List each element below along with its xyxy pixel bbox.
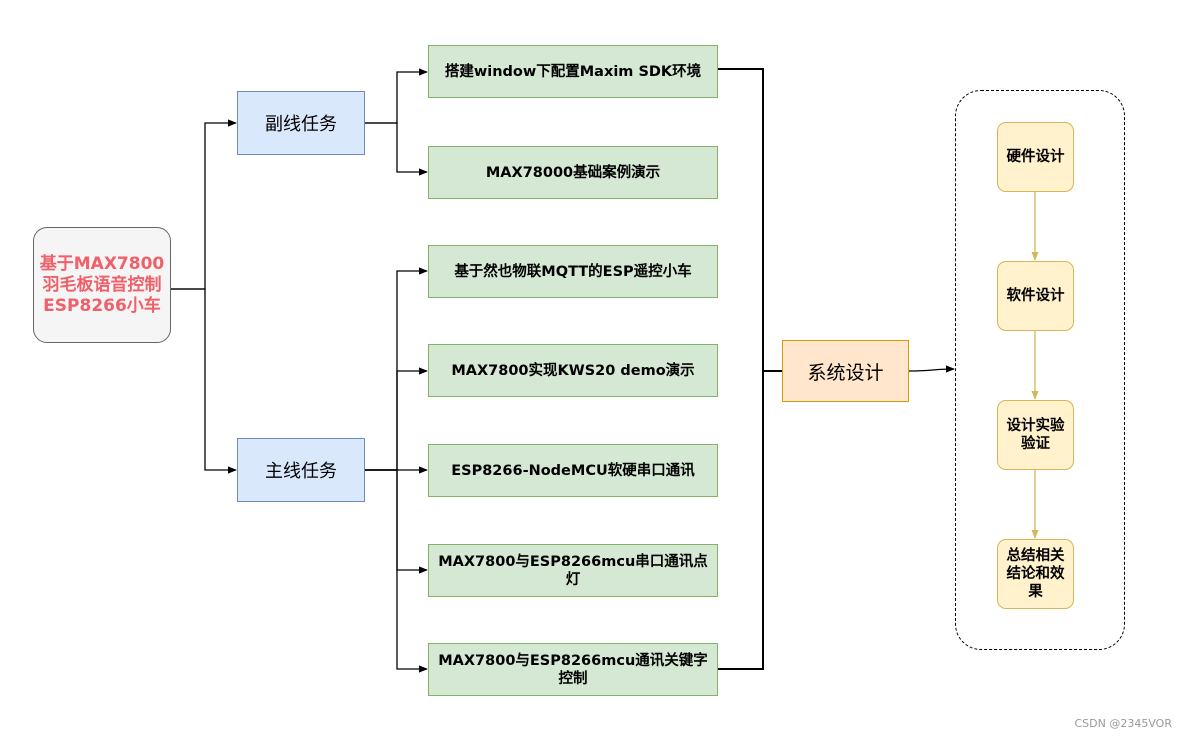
design-steps-group [955,90,1125,650]
main-task-item-label: MAX7800与ESP8266mcu通讯关键字控制 [438,652,708,687]
main-task-item: 基于然也物联MQTT的ESP遥控小车 [428,245,718,298]
side-task-item: 搭建window下配置Maxim SDK环境 [428,45,718,98]
main-task-item-label: ESP8266-NodeMCU软硬串口通讯 [451,462,695,479]
edge-system-group [908,365,955,373]
side-task-label: 副线任务 [265,114,337,135]
edge-root-side [171,119,237,290]
main-task-item: MAX7800与ESP8266mcu通讯关键字控制 [428,643,718,696]
side-task-item-label: 搭建window下配置Maxim SDK环境 [444,63,702,80]
root-node: 基于MAX7800羽毛板语音控制ESP8266小车 [33,227,171,343]
system-design-label: 系统设计 [807,361,884,384]
main-task-item-label: 基于然也物联MQTT的ESP遥控小车 [454,263,692,280]
design-step: 硬件设计 [997,122,1074,192]
main-task-item: MAX7800与ESP8266mcu串口通讯点灯 [428,544,718,597]
main-task-node: 主线任务 [237,438,365,502]
root-label: 基于MAX7800羽毛板语音控制ESP8266小车 [39,253,165,316]
edge-main-item-5 [365,469,428,673]
edge-side-item-1 [365,68,428,124]
design-step: 设计实验验证 [997,400,1074,470]
main-task-item: ESP8266-NodeMCU软硬串口通讯 [428,444,718,497]
main-task-item-label: MAX7800与ESP8266mcu串口通讯点灯 [438,553,708,588]
design-step-label: 总结相关结论和效果 [1006,548,1065,600]
system-design-node: 系统设计 [782,340,909,402]
design-step-label: 软件设计 [1006,288,1065,304]
main-task-item: MAX7800实现KWS20 demo演示 [428,344,718,397]
side-task-item: MAX78000基础案例演示 [428,146,718,199]
design-step: 软件设计 [997,261,1074,331]
edge-main-item-2 [365,367,428,471]
edge-root-main [171,288,237,474]
edge-bracket [718,68,764,670]
edge-side-item-2 [365,122,428,176]
watermark: CSDN @2345VOR [1074,717,1173,730]
main-task-label: 主线任务 [265,461,337,482]
side-task-node: 副线任务 [237,91,365,155]
edge-main-item-4 [365,469,428,574]
main-task-item-label: MAX7800实现KWS20 demo演示 [451,362,695,379]
design-step-label: 设计实验验证 [1006,418,1065,452]
design-step: 总结相关结论和效果 [997,539,1074,609]
design-step-label: 硬件设计 [1006,149,1065,165]
side-task-item-label: MAX78000基础案例演示 [485,164,661,181]
